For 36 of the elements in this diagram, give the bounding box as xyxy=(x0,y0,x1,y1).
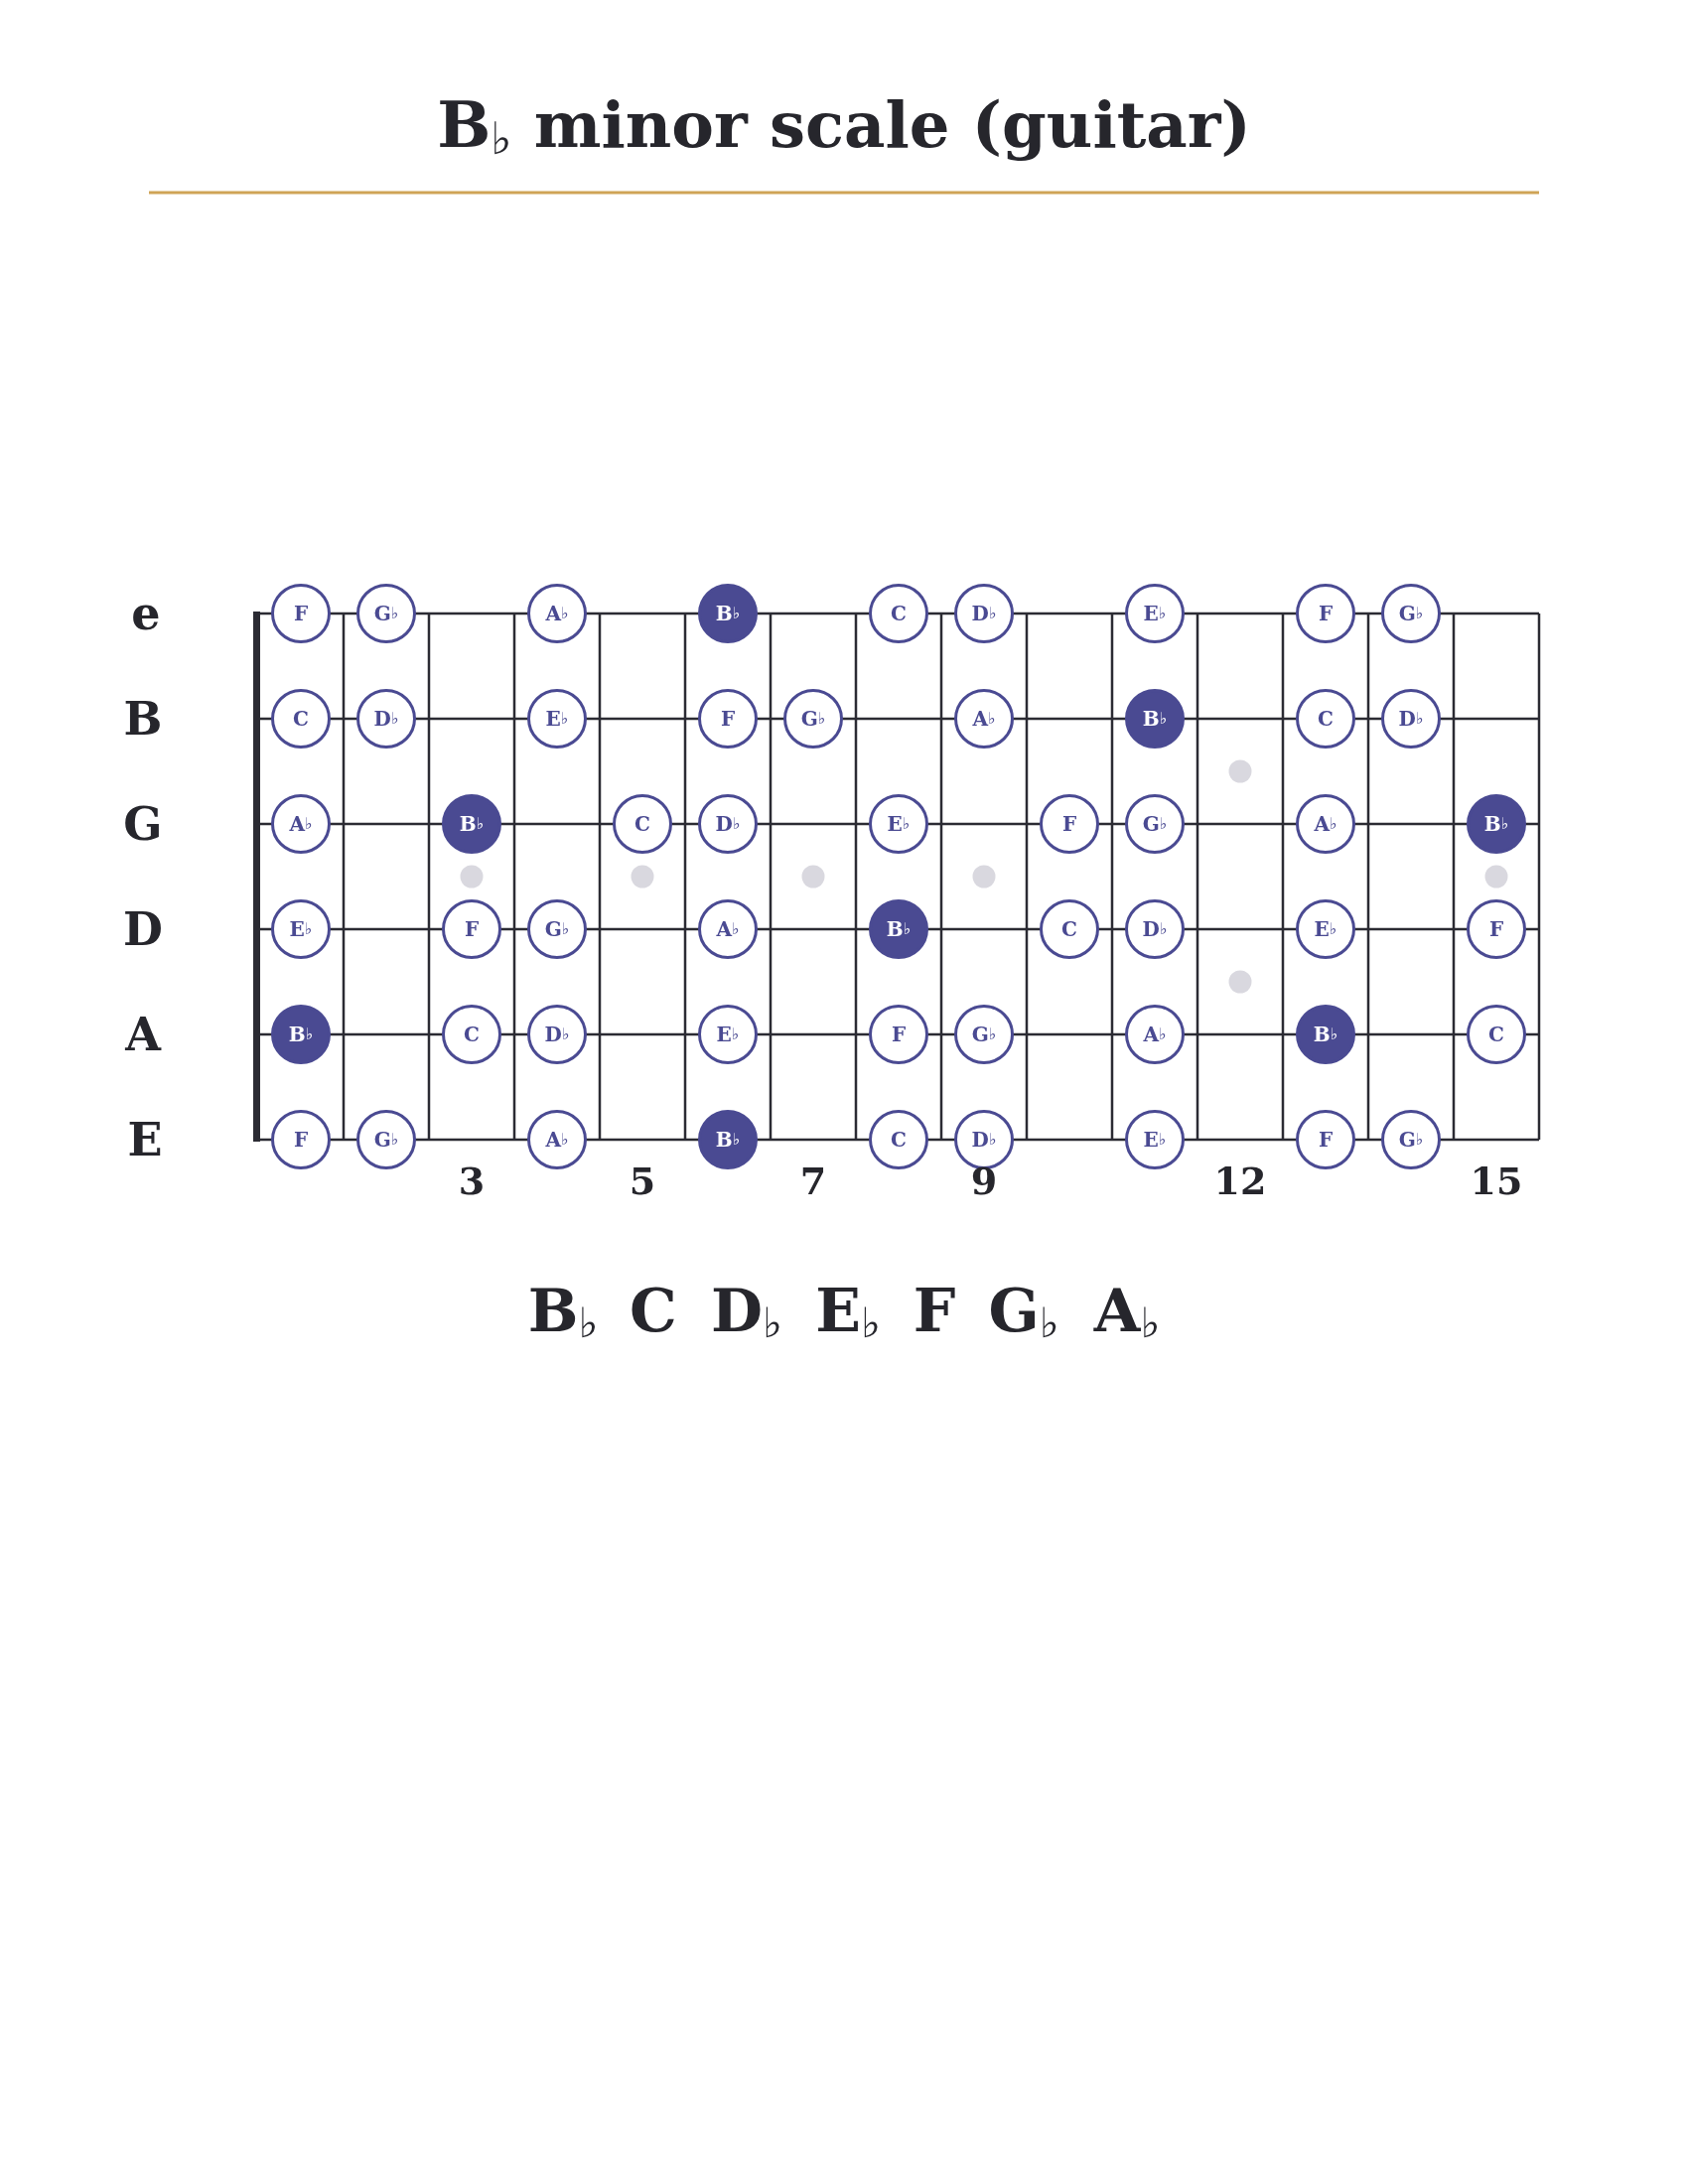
note-marker: F xyxy=(442,899,501,959)
note-marker: F xyxy=(869,1005,928,1064)
string-name: D xyxy=(122,900,164,958)
note-marker: C xyxy=(869,584,928,643)
note-marker: F xyxy=(698,689,758,749)
string-name: A xyxy=(124,1006,163,1063)
note-marker: C xyxy=(1467,1005,1526,1064)
fret-number: 3 xyxy=(457,1158,487,1206)
fret-number: 7 xyxy=(798,1158,828,1206)
string-name: B xyxy=(122,690,164,748)
scale-note: G$_{♭}$ xyxy=(987,1274,1060,1349)
note-marker: F xyxy=(1296,584,1355,643)
note-marker: C xyxy=(271,689,331,749)
scale-note: E$_{♭}$ xyxy=(814,1274,882,1349)
note-marker: C xyxy=(613,794,672,854)
string-name: e xyxy=(130,585,162,642)
string-name: E xyxy=(126,1111,164,1168)
note-marker: C xyxy=(1296,689,1355,749)
scale-note: A$_{♭}$ xyxy=(1092,1274,1162,1349)
page-title: B$_{♭}$ minor scale (guitar) xyxy=(436,85,1252,167)
note-marker: F xyxy=(1040,794,1099,854)
scale-note: C xyxy=(629,1274,678,1347)
note-marker: C xyxy=(442,1005,501,1064)
fret-number: 12 xyxy=(1212,1158,1268,1206)
note-marker: F xyxy=(1467,899,1526,959)
fret-number: 15 xyxy=(1469,1158,1524,1206)
note-marker: C xyxy=(1040,899,1099,959)
scale-note: D$_{♭}$ xyxy=(710,1274,783,1349)
note-marker: F xyxy=(271,584,331,643)
note-marker: F xyxy=(1296,1110,1355,1169)
note-marker: F xyxy=(271,1110,331,1169)
scale-note: F xyxy=(912,1274,957,1347)
note-marker: C xyxy=(869,1110,928,1169)
scale-note: B$_{♭}$ xyxy=(526,1274,600,1349)
fret-number: 5 xyxy=(628,1158,657,1206)
string-name: G xyxy=(122,795,164,853)
